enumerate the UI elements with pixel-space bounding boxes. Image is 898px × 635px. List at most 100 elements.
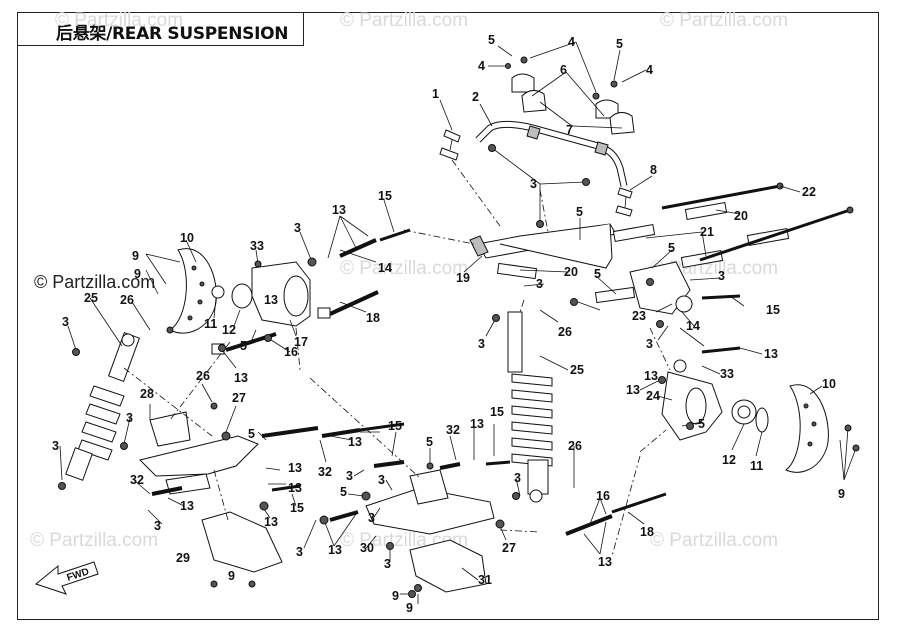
callout-15: 15 [290,501,304,515]
knuckle-right [661,359,723,441]
callout-13: 13 [264,293,278,307]
callout-9: 9 [392,589,399,603]
callout-26: 26 [196,369,210,383]
callout-13: 13 [626,383,640,397]
callout-3: 3 [62,315,69,329]
skid-plates [201,511,487,593]
callout-5: 5 [488,33,495,47]
callout-8: 8 [650,163,657,177]
stabilizer-link-left [439,129,461,161]
callout-33: 33 [720,367,734,381]
callout-32: 32 [318,465,332,479]
callout-3: 3 [126,411,133,425]
callout-5: 5 [248,427,255,441]
callout-4: 4 [646,63,653,77]
callout-16: 16 [284,345,298,359]
callout-9: 9 [838,487,845,501]
callout-15: 15 [766,303,780,317]
watermark: © Partzilla.com [650,530,779,551]
callout-6: 6 [560,63,567,77]
callout-26: 26 [558,325,572,339]
callout-33: 33 [250,239,264,253]
callout-25: 25 [84,291,98,305]
diagram-frame [17,12,879,620]
callout-3: 3 [718,269,725,283]
callout-11: 11 [750,459,763,473]
callout-30: 30 [360,541,374,555]
callout-20: 20 [564,265,578,279]
callout-16: 16 [596,489,610,503]
callout-2: 2 [472,90,479,104]
callout-3: 3 [646,337,653,351]
callout-26: 26 [568,439,582,453]
callout-10: 10 [180,231,194,245]
long-bolts-upper [661,182,854,262]
callout-15: 15 [388,419,402,433]
callout-13: 13 [180,499,194,513]
callout-5: 5 [426,435,433,449]
callout-27: 27 [232,391,246,405]
callout-27: 27 [502,541,516,555]
callout-13: 13 [764,347,778,361]
callout-13: 13 [470,417,484,431]
brake-disc-right [785,384,829,473]
callout-5: 5 [698,417,705,431]
shock-absorber-left [65,332,141,481]
callout-5: 5 [340,485,347,499]
watermark: © Partzilla.com [340,258,469,279]
callout-31: 31 [478,573,492,587]
callout-13: 13 [328,543,342,557]
callout-5: 5 [240,339,247,353]
callout-3: 3 [384,557,391,571]
stabilizer-link-right [615,187,633,217]
callout-29: 29 [176,551,190,565]
callout-5: 5 [594,267,601,281]
callout-24: 24 [646,389,660,403]
assembly-lines [123,159,671,557]
callout-3: 3 [530,177,537,191]
callout-10: 10 [822,377,836,391]
callout-3: 3 [378,473,385,487]
lower-bolts [151,294,741,536]
watermark: © Partzilla.com [30,530,159,551]
callout-9: 9 [132,249,139,263]
callout-12: 12 [222,323,236,337]
callout-3: 3 [346,469,353,483]
fwd-label: FWD [66,566,91,584]
callout-5: 5 [576,205,583,219]
callout-13: 13 [288,461,302,475]
upper-a-arm [469,223,617,269]
callout-15: 15 [490,405,504,419]
fasteners [58,144,860,598]
callout-3: 3 [154,519,161,533]
callout-13: 13 [288,481,302,495]
callout-9: 9 [134,267,141,281]
callout-numbers: 1 2 5 4 4 5 4 6 7 8 3 5 22 20 21 5 20 3 … [52,33,845,615]
callout-11: 11 [204,317,217,331]
stabilizer-bar [475,120,628,187]
callout-7: 7 [566,123,573,137]
shock-absorber-right [507,311,553,503]
page-title: 后悬架/REAR SUSPENSION [56,24,289,44]
title-box [17,12,304,46]
watermark-main: © Partzilla.com [34,272,156,292]
knuckle-bracket-right [629,261,693,315]
callout-13: 13 [264,515,278,529]
callout-9: 9 [406,601,413,615]
watermark: © Partzilla.com [340,10,469,31]
callout-3: 3 [52,439,59,453]
watermark: © Partzilla.com [55,10,184,31]
callout-4: 4 [478,59,485,73]
callout-9: 9 [228,569,235,583]
callout-3: 3 [536,277,543,291]
lower-arm-center [365,469,495,535]
leader-lines [59,41,857,604]
callout-21: 21 [700,225,714,239]
callout-26: 26 [120,293,134,307]
callout-13: 13 [598,555,612,569]
callout-13: 13 [332,203,346,217]
lower-arm-left [139,411,259,495]
callout-23: 23 [632,309,646,323]
knuckle-left [211,261,311,327]
